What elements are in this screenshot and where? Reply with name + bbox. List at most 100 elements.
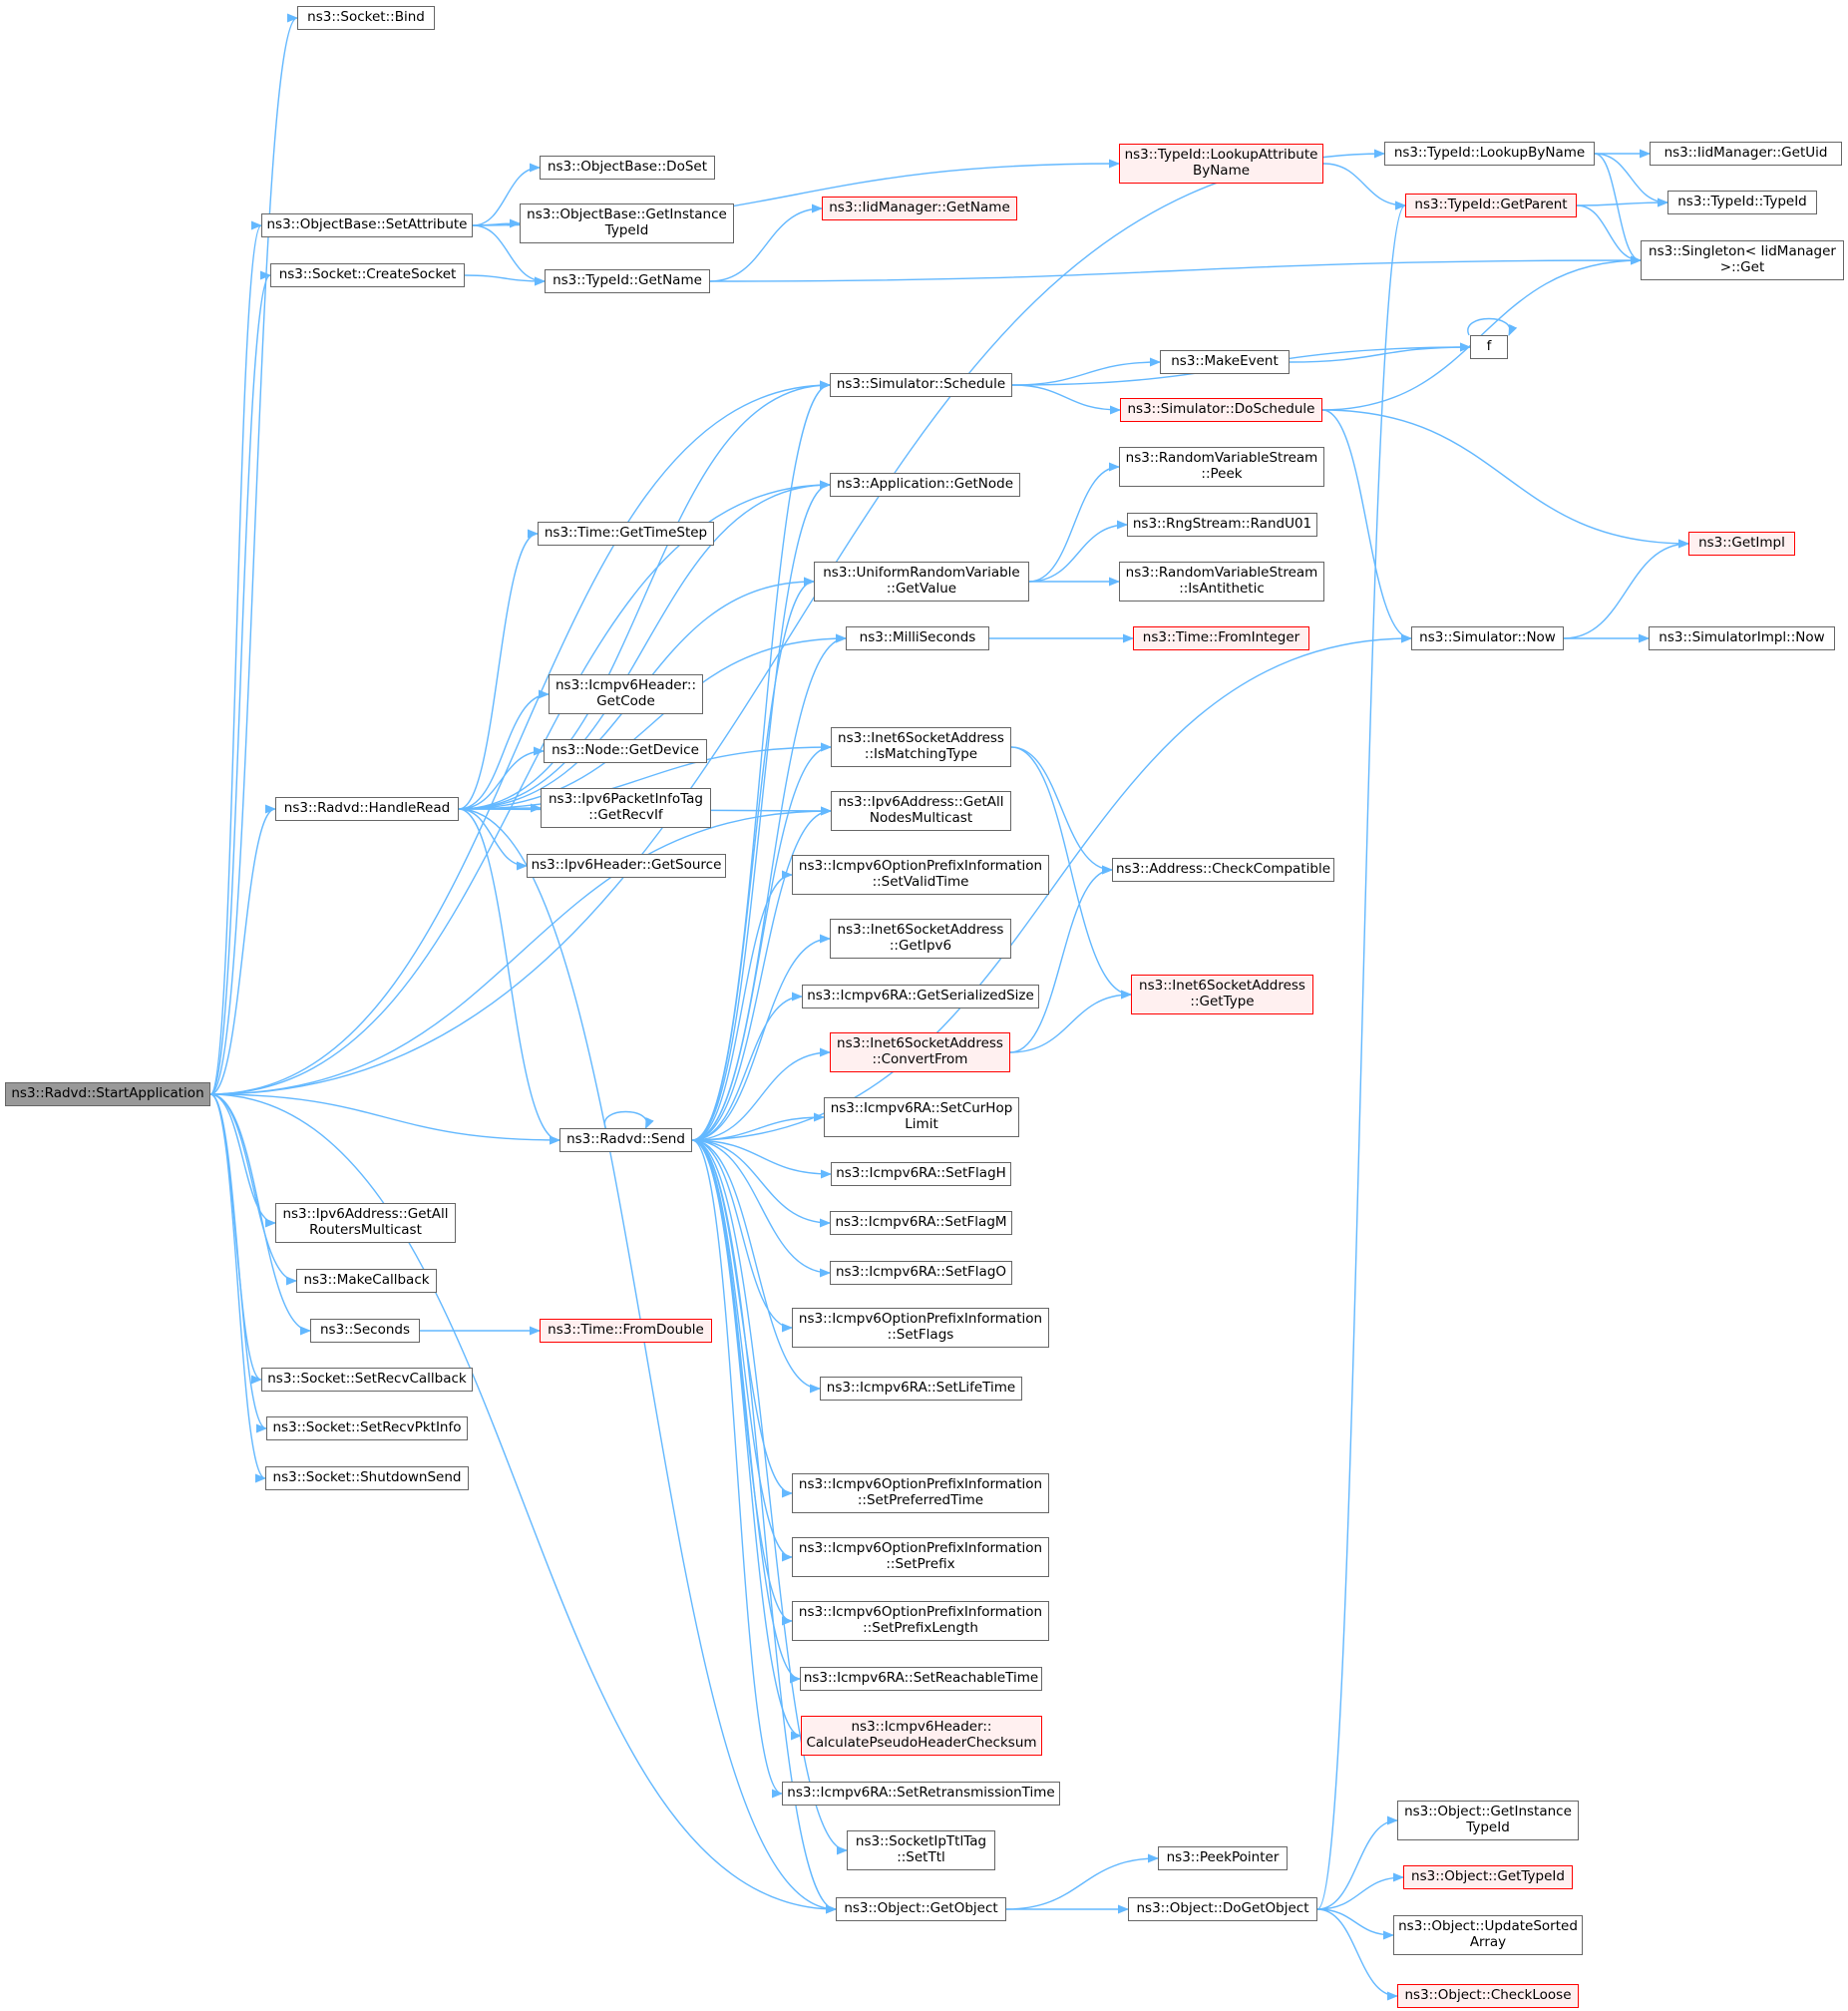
node-iidgetname[interactable]: ns3::IidManager::GetName: [822, 197, 1017, 220]
node-setvalidtime[interactable]: ns3::Icmpv6OptionPrefixInformation ::Set…: [792, 855, 1049, 895]
node-simimplnow[interactable]: ns3::SimulatorImpl::Now: [1649, 626, 1835, 650]
edge-ismatching-to-checkcompat: [1010, 746, 1114, 875]
node-bind[interactable]: ns3::Socket::Bind: [297, 6, 435, 30]
node-gettype[interactable]: ns3::Inet6SocketAddress ::GetType: [1131, 975, 1313, 1014]
edge-send-to-send: [603, 1110, 654, 1130]
node-schedule[interactable]: ns3::Simulator::Schedule: [830, 373, 1012, 397]
node-setflagh[interactable]: ns3::Icmpv6RA::SetFlagH: [831, 1162, 1011, 1186]
node-doschedule[interactable]: ns3::Simulator::DoSchedule: [1120, 398, 1322, 422]
node-ismatching[interactable]: ns3::Inet6SocketAddress ::IsMatchingType: [831, 727, 1011, 767]
node-setpreferred[interactable]: ns3::Icmpv6OptionPrefixInformation ::Set…: [792, 1473, 1049, 1513]
node-setprefix[interactable]: ns3::Icmpv6OptionPrefixInformation ::Set…: [792, 1537, 1049, 1577]
edge-typeidgetname-to-singleton: [709, 255, 1643, 282]
node-setprefixlen[interactable]: ns3::Icmpv6OptionPrefixInformation ::Set…: [792, 1601, 1049, 1641]
node-f[interactable]: f: [1470, 335, 1508, 359]
node-peek[interactable]: ns3::RandomVariableStream ::Peek: [1119, 447, 1324, 487]
edge-startapp-to-shutdownsend: [209, 1093, 267, 1483]
node-objgettypeid[interactable]: ns3::Object::GetTypeId: [1403, 1865, 1573, 1889]
node-updatesorted[interactable]: ns3::Object::UpdateSorted Array: [1393, 1915, 1583, 1955]
edge-simnow-to-getimpl: [1563, 539, 1690, 639]
node-send[interactable]: ns3::Radvd::Send: [559, 1128, 692, 1152]
node-setcurhop[interactable]: ns3::Icmpv6RA::SetCurHop Limit: [824, 1097, 1019, 1137]
node-getipv6[interactable]: ns3::Inet6SocketAddress ::GetIpv6: [830, 919, 1011, 959]
node-urvgetvalue[interactable]: ns3::UniformRandomVariable ::GetValue: [814, 562, 1029, 602]
node-checkcompat[interactable]: ns3::Address::CheckCompatible: [1112, 858, 1334, 882]
edge-convertfrom-to-checkcompat: [1009, 865, 1114, 1053]
edge-startapp-to-schedule: [209, 380, 832, 1095]
node-getparent[interactable]: ns3::TypeId::GetParent: [1405, 194, 1577, 217]
edge-lookupbyname-to-typeidtypeid: [1594, 153, 1669, 207]
node-getcode[interactable]: ns3::Icmpv6Header:: GetCode: [549, 674, 703, 714]
node-setttl[interactable]: ns3::SocketIpTtlTag ::SetTtl: [847, 1830, 995, 1870]
edge-handleread-to-getdevice: [458, 746, 546, 810]
node-simnow[interactable]: ns3::Simulator::Now: [1411, 626, 1564, 650]
node-allrouters[interactable]: ns3::Ipv6Address::GetAll RoutersMulticas…: [275, 1203, 456, 1243]
node-seconds[interactable]: ns3::Seconds: [310, 1319, 420, 1343]
node-handleread[interactable]: ns3::Radvd::HandleRead: [275, 797, 459, 821]
node-getuid[interactable]: ns3::IidManager::GetUid: [1650, 142, 1842, 166]
node-isantithetic[interactable]: ns3::RandomVariableStream ::IsAntithetic: [1119, 562, 1324, 602]
edge-handleread-to-send: [458, 808, 561, 1145]
node-setflags[interactable]: ns3::Icmpv6OptionPrefixInformation ::Set…: [792, 1308, 1049, 1348]
node-checkloose[interactable]: ns3::Object::CheckLoose: [1397, 1984, 1579, 2008]
edge-send-to-setlifetime: [691, 1139, 822, 1394]
edge-handleread-to-ismatching: [458, 742, 833, 810]
node-getobject[interactable]: ns3::Object::GetObject: [836, 1897, 1006, 1921]
node-makecallback[interactable]: ns3::MakeCallback: [296, 1269, 437, 1293]
node-setrecvpkt[interactable]: ns3::Socket::SetRecvPktInfo: [266, 1416, 468, 1440]
edge-send-to-serialsize: [691, 992, 804, 1141]
edge-doschedule-to-simnow: [1321, 409, 1413, 643]
node-getimpl[interactable]: ns3::GetImpl: [1688, 532, 1795, 556]
node-typeidtypeid[interactable]: ns3::TypeId::TypeId: [1667, 191, 1817, 214]
edge-convertfrom-to-gettype: [1009, 990, 1133, 1053]
node-getrecvif[interactable]: ns3::Ipv6PacketInfoTag ::GetRecvIf: [541, 788, 711, 828]
node-allnodes[interactable]: ns3::Ipv6Address::GetAll NodesMulticast: [831, 791, 1011, 831]
node-lookupattr[interactable]: ns3::TypeId::LookupAttribute ByName: [1119, 144, 1323, 184]
node-getinsttypeid_o[interactable]: ns3::Object::GetInstance TypeId: [1397, 1801, 1579, 1840]
edge-schedule-to-doschedule: [1011, 384, 1122, 415]
edge-send-to-setreachable: [691, 1139, 802, 1684]
node-fromdouble[interactable]: ns3::Time::FromDouble: [540, 1319, 712, 1343]
node-milliseconds[interactable]: ns3::MilliSeconds: [846, 626, 989, 650]
edge-send-to-setttl: [691, 1139, 849, 1855]
node-setattr[interactable]: ns3::ObjectBase::SetAttribute: [261, 213, 473, 237]
node-timestep[interactable]: ns3::Time::GetTimeStep: [538, 522, 714, 546]
node-setrecvcb[interactable]: ns3::Socket::SetRecvCallback: [261, 1368, 473, 1392]
edge-send-to-setprefix: [691, 1139, 794, 1562]
node-getnode[interactable]: ns3::Application::GetNode: [830, 473, 1020, 497]
node-makeevent[interactable]: ns3::MakeEvent: [1160, 350, 1290, 374]
edge-startapp-to-getobject: [209, 1093, 838, 1914]
edge-startapp-to-allrouters: [209, 1093, 277, 1228]
node-doset[interactable]: ns3::ObjectBase::DoSet: [540, 156, 715, 180]
node-startapp[interactable]: ns3::Radvd::StartApplication: [5, 1082, 210, 1106]
node-serialsize[interactable]: ns3::Icmpv6RA::GetSerializedSize: [802, 985, 1039, 1008]
edge-send-to-setflags: [691, 1139, 794, 1333]
node-frominteger[interactable]: ns3::Time::FromInteger: [1133, 626, 1309, 650]
edge-urvgetvalue-to-randu01: [1028, 520, 1129, 583]
node-setretrans[interactable]: ns3::Icmpv6RA::SetRetransmissionTime: [782, 1782, 1060, 1806]
node-singleton[interactable]: ns3::Singleton< IidManager >::Get: [1641, 240, 1844, 280]
edge-send-to-setcurhop: [691, 1112, 826, 1141]
edge-handleread-to-getcode: [458, 689, 551, 810]
node-randu01[interactable]: ns3::RngStream::RandU01: [1127, 513, 1317, 537]
node-shutdownsend[interactable]: ns3::Socket::ShutdownSend: [265, 1466, 469, 1490]
node-dogetobject[interactable]: ns3::Object::DoGetObject: [1128, 1897, 1317, 1921]
node-setlifetime[interactable]: ns3::Icmpv6RA::SetLifeTime: [820, 1377, 1022, 1401]
node-typeidgetname[interactable]: ns3::TypeId::GetName: [545, 269, 710, 293]
node-setreachable[interactable]: ns3::Icmpv6RA::SetReachableTime: [800, 1667, 1042, 1691]
node-getinsttypeid_ob[interactable]: ns3::ObjectBase::GetInstance TypeId: [520, 203, 734, 243]
node-lookupbyname[interactable]: ns3::TypeId::LookupByName: [1384, 142, 1595, 166]
edge-dogetobject-to-updatesorted: [1316, 1908, 1395, 1940]
node-getdevice[interactable]: ns3::Node::GetDevice: [544, 739, 707, 763]
edge-send-to-convertfrom: [691, 1047, 832, 1141]
node-getsource[interactable]: ns3::Ipv6Header::GetSource: [527, 854, 726, 878]
node-setflago[interactable]: ns3::Icmpv6RA::SetFlagO: [830, 1261, 1012, 1285]
node-convertfrom[interactable]: ns3::Inet6SocketAddress ::ConvertFrom: [830, 1032, 1010, 1072]
node-setflagm[interactable]: ns3::Icmpv6RA::SetFlagM: [830, 1211, 1012, 1235]
node-pseudochecksum[interactable]: ns3::Icmpv6Header:: CalculatePseudoHeade…: [801, 1716, 1042, 1756]
node-createsocket[interactable]: ns3::Socket::CreateSocket: [270, 263, 465, 287]
edge-send-to-setflago: [691, 1139, 832, 1278]
edge-send-to-urvgetvalue: [691, 577, 816, 1141]
node-peekpointer[interactable]: ns3::PeekPointer: [1158, 1846, 1288, 1870]
